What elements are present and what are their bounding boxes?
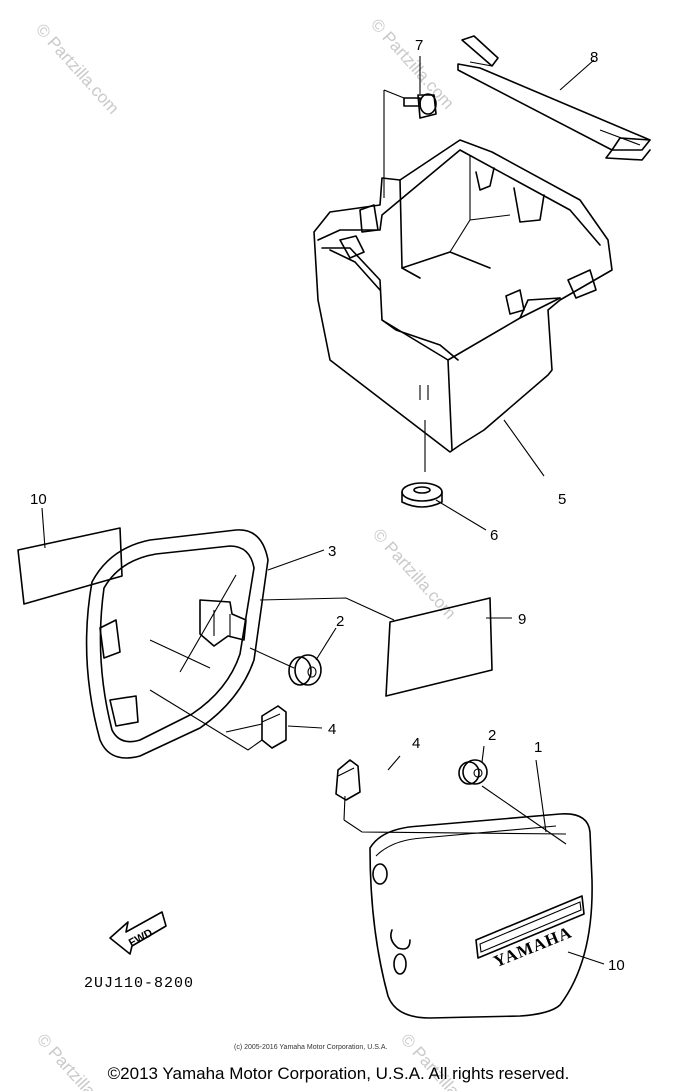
callout-2-upper: 2 (336, 613, 344, 630)
callout-9: 9 (518, 611, 526, 628)
footer-copyright: ©2013 Yamaha Motor Corporation, U.S.A. A… (107, 1064, 570, 1083)
part-6-damper (401, 420, 443, 508)
part-5-battery-box (313, 89, 613, 453)
part-2-grommet-upper (249, 647, 322, 686)
part-10-emblem-decal-left (17, 507, 123, 605)
callout-8: 8 (590, 49, 598, 66)
part-7-bolt (403, 93, 437, 119)
part-8-battery-band (457, 35, 651, 161)
callout-1: 1 (534, 739, 542, 756)
part-code: 2UJ110-8200 (84, 975, 194, 992)
part-4-clip-upper (149, 689, 287, 751)
callout-10-upper: 10 (30, 491, 47, 508)
part-9-pad (259, 597, 493, 697)
callout-10-lower: 10 (608, 957, 625, 974)
callout-7: 7 (415, 37, 423, 54)
callout-3: 3 (328, 543, 336, 560)
callout-numbers: 7 8 5 6 10 3 2 9 4 4 2 1 10 (30, 37, 625, 974)
leader-lines (267, 56, 605, 965)
part-4-clip-lower (335, 759, 361, 801)
fwd-arrow-icon (109, 911, 167, 955)
callout-6: 6 (490, 527, 498, 544)
watermark-1: © Partzilla.com (32, 20, 123, 118)
part-1-right-side-cover (343, 759, 593, 1019)
part-3-left-side-cover (85, 529, 269, 759)
watermarks: © Partzilla.com © Partzilla.com © Partzi… (32, 15, 488, 1091)
callout-2-lower: 2 (488, 727, 496, 744)
small-copyright: (c) 2005-2016 Yamaha Motor Corporation, … (234, 1044, 387, 1051)
callout-4-upper: 4 (328, 721, 336, 738)
part-2-grommet-lower (458, 759, 488, 785)
fwd-label: FWD (127, 927, 155, 949)
callout-5: 5 (558, 491, 566, 508)
callout-4-lower: 4 (412, 735, 420, 752)
